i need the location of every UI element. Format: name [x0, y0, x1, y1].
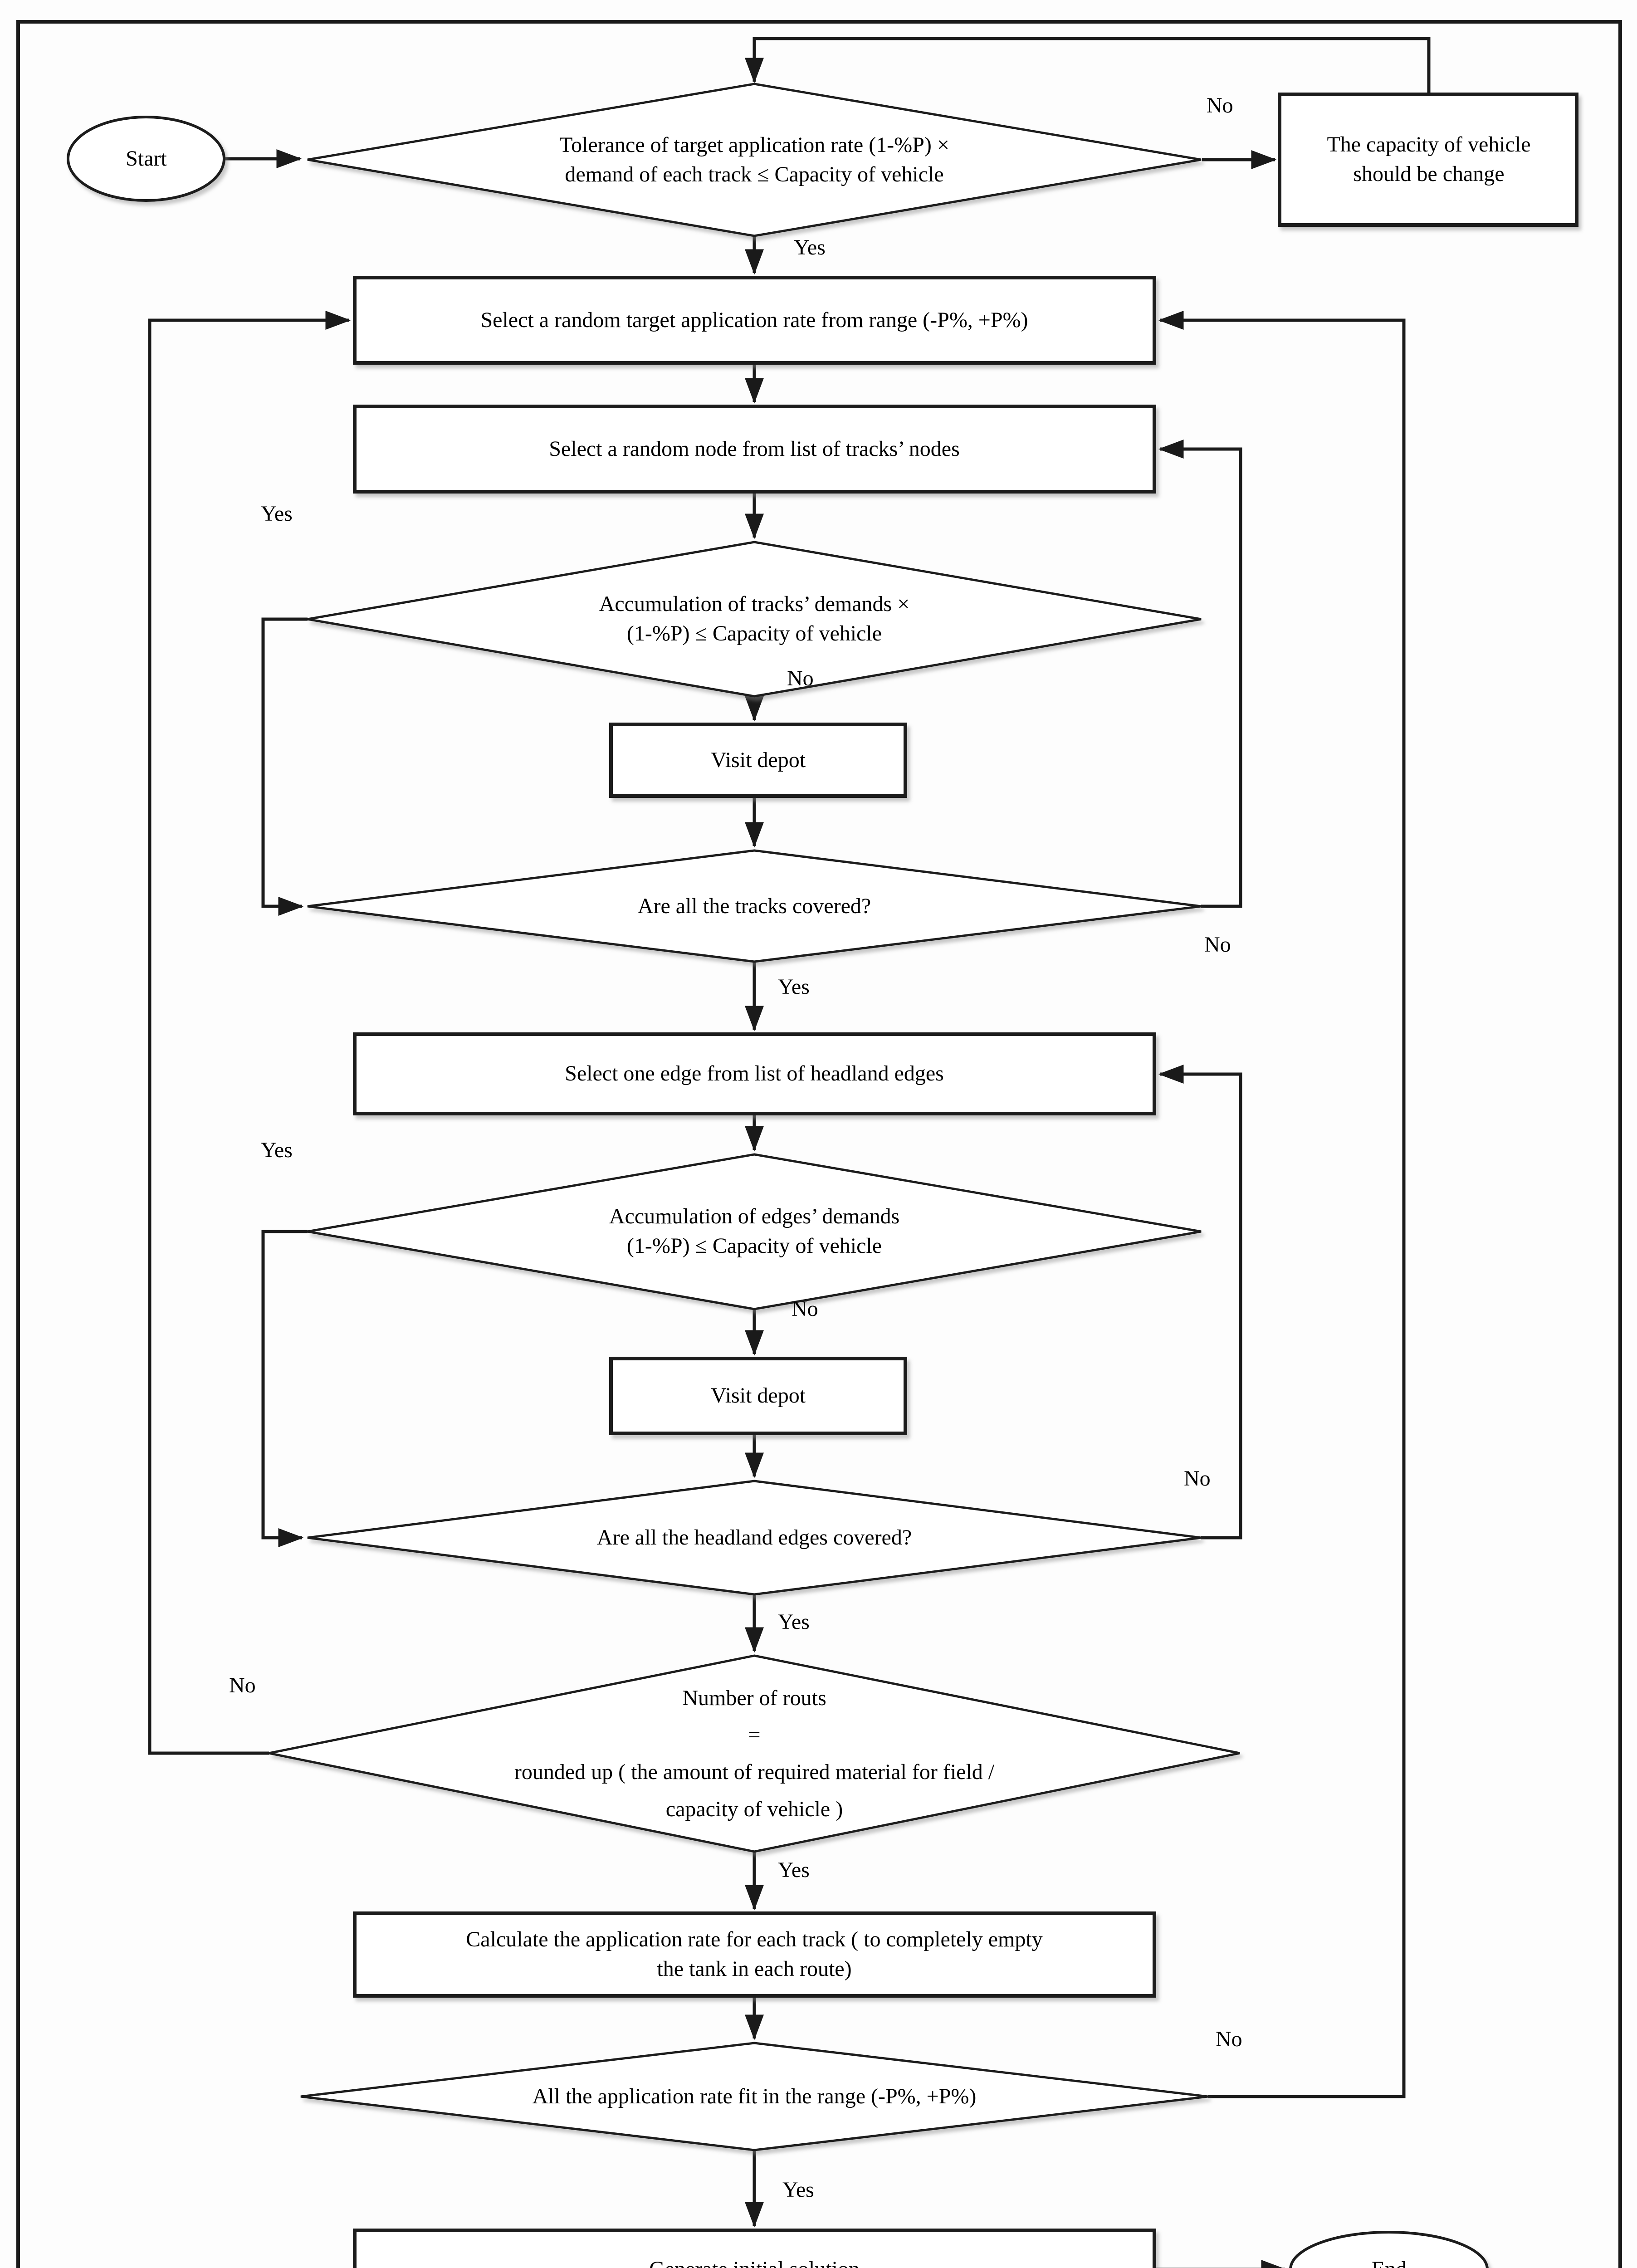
headland-covered-decision-shape	[307, 1480, 1202, 1596]
edge-accum-tracks-yes-skip	[261, 617, 308, 916]
generate-solution-box-shape	[353, 2229, 1156, 2268]
rate-fit-decision-shape	[300, 2042, 1208, 2151]
calculate-rate-box-shape	[353, 1911, 1156, 1998]
edge-label-yes-tolerance: Yes	[794, 235, 826, 259]
node-select-edge: Select one edge from list of headland ed…	[565, 1061, 944, 1086]
edge-route-check-no-feedback	[148, 311, 351, 1755]
accum-edges-decision-shape	[307, 1153, 1202, 1310]
page-border	[16, 20, 1622, 2268]
edge-label-no-visit-depot-tracks: No	[787, 666, 814, 690]
node-end: End	[1290, 2232, 1488, 2268]
edge-label-no-tracks-feedback: No	[1204, 933, 1231, 957]
edge-label-yes-tracks: Yes	[778, 975, 810, 999]
capacity-change-box-shape	[1278, 93, 1578, 227]
edge-accum-edges-yes-skip	[261, 1230, 308, 1547]
node-generate-solution: Generate initial solution	[358, 2230, 1150, 2268]
edge-label-yes-headland: Yes	[778, 1610, 810, 1634]
edge-tracks-covered-no-feedback	[1158, 440, 1242, 908]
edge-headland-covered-no-feedback	[1158, 1065, 1242, 1540]
accum-tracks-decision-shape	[307, 541, 1202, 698]
edge-label-no-headland-feedback: No	[1184, 1466, 1211, 1491]
node-headland-covered: Are all the headland edges covered?	[596, 1525, 912, 1549]
edge-label-no-routes-feedback: No	[229, 1673, 256, 1697]
node-select-node: Select a random node from list of tracks…	[549, 436, 960, 461]
tolerance-decision-shape	[307, 83, 1202, 237]
node-calculate-rate: Calculate the application rate for each …	[466, 1927, 1043, 1981]
edge-label-no-capacity: No	[1207, 93, 1233, 117]
edge-label-yes-fit: Yes	[782, 2178, 814, 2202]
tracks-covered-decision-shape	[307, 849, 1202, 963]
visit-depot-tracks-box-shape	[609, 723, 907, 798]
node-accum-tracks: Accumulation of tracks’ demands × (1-%P)…	[599, 592, 910, 645]
node-capacity-change: The capacity of vehicle should be change	[1327, 132, 1531, 186]
node-visit-depot-edges: Visit depot	[710, 1383, 806, 1408]
edge-fit-check-no-feedback	[1158, 311, 1406, 2098]
node-visit-depot-tracks: Visit depot	[710, 748, 806, 772]
edge-label-yes-routes: Yes	[778, 1858, 810, 1882]
node-rate-fit-check: All the application rate fit in the rang…	[532, 2084, 977, 2108]
node-select-rate: Select a random target application rate …	[480, 308, 1028, 332]
edge-label-yes-skip-tracks: Yes	[261, 502, 293, 526]
select-edge-box-shape	[353, 1032, 1156, 1115]
node-accum-edges: Accumulation of edges’ demands (1-%P) ≤ …	[609, 1204, 900, 1258]
edges	[148, 37, 1431, 2268]
edge-label-no-visit-depot-edges: No	[792, 1297, 818, 1321]
end-terminator-shape	[1289, 2231, 1489, 2268]
route-count-decision-shape	[269, 1654, 1240, 1853]
edge-capacity-feedback-top	[745, 37, 1431, 93]
edge-label-yes-skip-edges: Yes	[261, 1138, 293, 1162]
edge-label-no-fit-feedback: No	[1216, 2027, 1242, 2051]
select-node-box-shape	[353, 405, 1156, 494]
visit-depot-edges-box-shape	[609, 1357, 907, 1435]
node-start: Start	[126, 146, 167, 171]
start-terminator-shape	[67, 116, 225, 202]
node-route-count-check: Number of routs = rounded up ( the amoun…	[514, 1686, 995, 1821]
select-rate-box-shape	[353, 276, 1156, 365]
node-tolerance-check: Tolerance of target application rate (1-…	[559, 133, 949, 186]
node-tracks-covered: Are all the tracks covered?	[637, 894, 871, 918]
shapes	[67, 83, 1578, 2268]
